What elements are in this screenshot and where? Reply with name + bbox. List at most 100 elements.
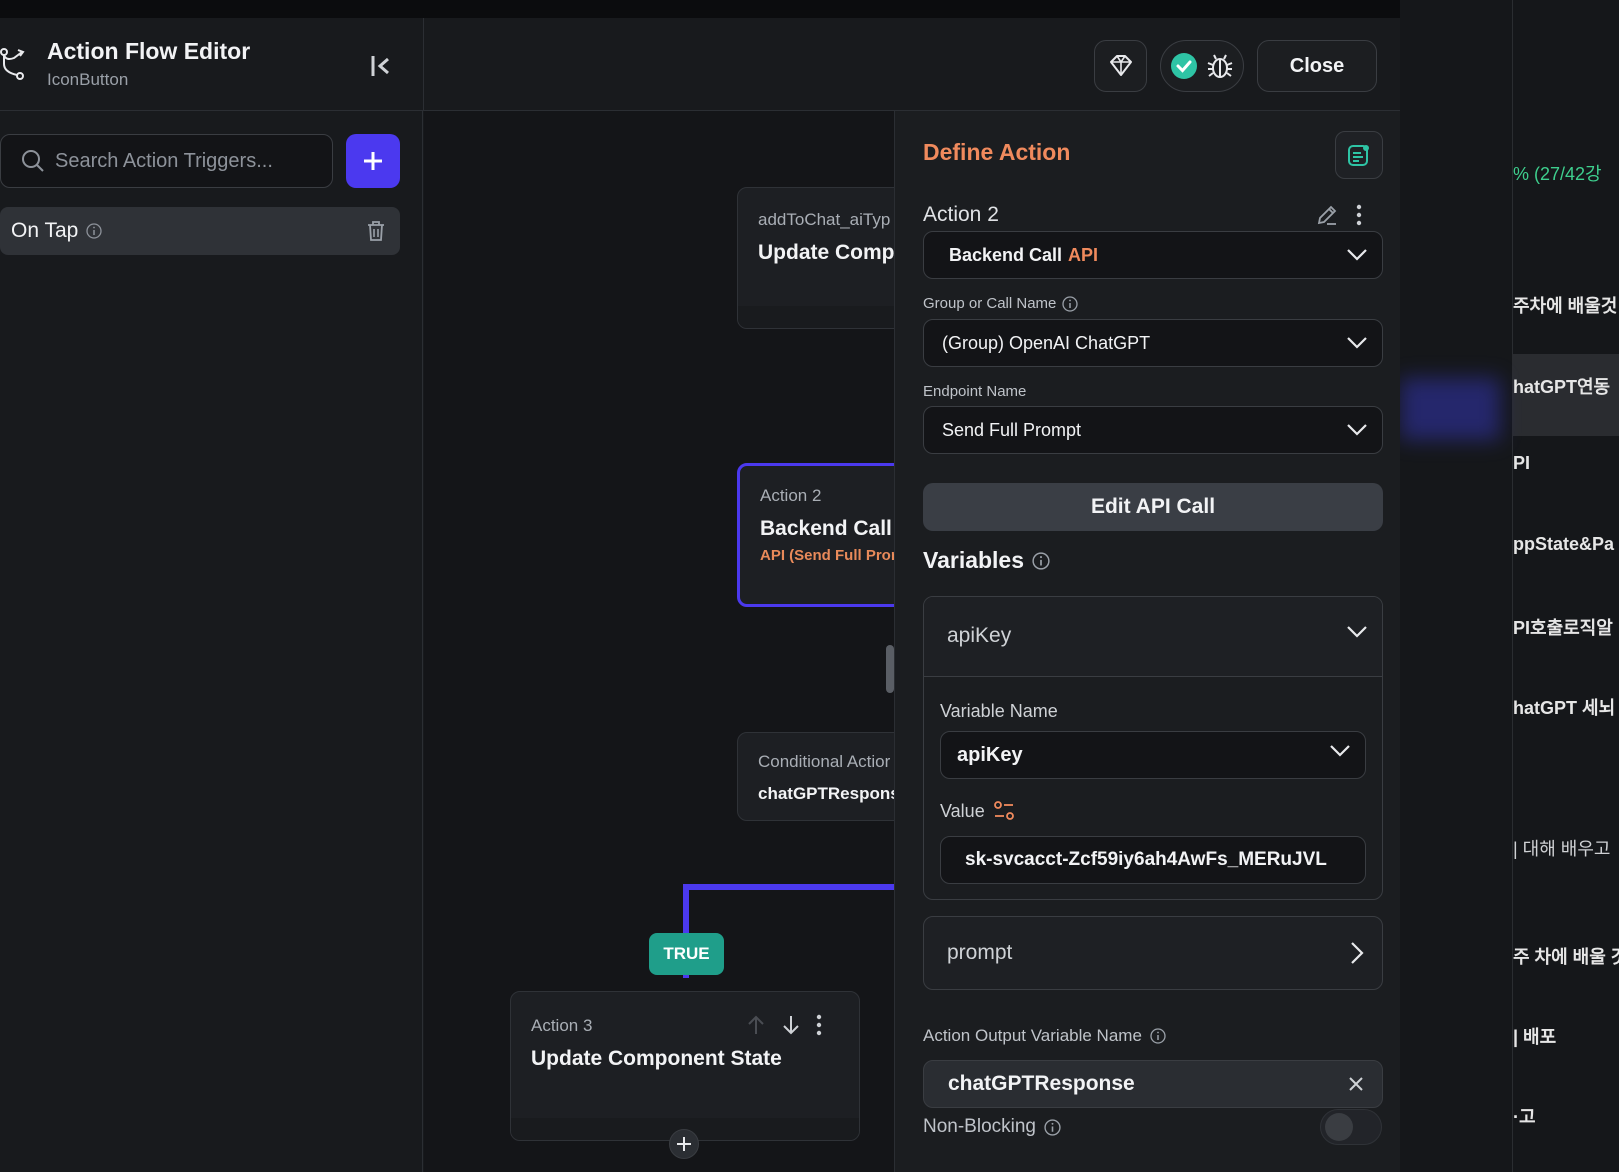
action-type-select[interactable]: Backend Call API xyxy=(923,231,1383,279)
background-item: PI호출로직알 xyxy=(1513,618,1613,638)
background-item: hatGPT 세뇌 xyxy=(1513,698,1616,718)
info-icon[interactable] xyxy=(1032,551,1050,570)
output-variable-value: chatGPTResponse xyxy=(948,1072,1135,1095)
variable-name-value: apiKey xyxy=(957,743,1023,766)
close-button[interactable]: Close xyxy=(1257,40,1377,92)
background-item: ·고 xyxy=(1513,1107,1536,1127)
trigger-item-on-tap[interactable]: On Tap xyxy=(0,207,400,255)
chevron-down-icon xyxy=(1347,424,1367,436)
edit-icon[interactable] xyxy=(1315,203,1339,227)
conditional-action-node[interactable]: Conditional Actior chatGPTRespons xyxy=(737,732,894,821)
flow-canvas[interactable]: addToChat_aiTyp Update Compo Action 2 Ba… xyxy=(424,111,894,1172)
define-action-panel: Define Action Action 2 Backend Call API … xyxy=(894,111,1400,1172)
chevron-down-icon xyxy=(1347,337,1367,349)
top-strip xyxy=(0,0,1619,18)
action-node-update-component[interactable]: addToChat_aiTyp Update Compo xyxy=(737,187,894,329)
action-flow-editor: Action Flow Editor IconButton Close xyxy=(0,18,1400,1172)
info-icon[interactable] xyxy=(1150,1028,1166,1044)
info-icon[interactable] xyxy=(1062,295,1079,312)
background-glow xyxy=(1400,378,1500,440)
endpoint-name-select[interactable]: Send Full Prompt xyxy=(923,406,1383,454)
background-app: % (27/42강 주차에 배울것 hatGPT연동 PI ppState&Pa… xyxy=(1400,0,1619,1172)
edit-api-call-button[interactable]: Edit API Call xyxy=(923,483,1383,531)
background-divider xyxy=(1512,0,1513,1172)
action-name: Action 2 xyxy=(923,203,999,226)
background-progress: % (27/42강 xyxy=(1513,164,1602,184)
plus-icon xyxy=(364,152,382,170)
variable-card-prompt[interactable]: prompt xyxy=(923,916,1383,990)
bug-icon xyxy=(1207,54,1233,78)
action-type-tag: API xyxy=(1068,244,1099,265)
value-label-text: Value xyxy=(940,800,985,821)
background-item: | 배포 xyxy=(1513,1027,1557,1047)
page-title: Action Flow Editor xyxy=(47,38,251,64)
node-label: Conditional Actior xyxy=(758,752,891,771)
trigger-search-input[interactable] xyxy=(55,149,325,173)
node-label: Action 3 xyxy=(531,1016,593,1035)
node-label: addToChat_aiTyp xyxy=(758,210,891,229)
action-type-value: Backend Call xyxy=(949,244,1063,265)
non-blocking-label-text: Non-Blocking xyxy=(923,1116,1036,1137)
variable-source-icon[interactable] xyxy=(993,800,1015,822)
arrow-down-icon[interactable] xyxy=(781,1014,801,1036)
variable-name: apiKey xyxy=(947,624,1012,647)
node-label: Action 2 xyxy=(760,486,822,505)
variable-name-label: Variable Name xyxy=(940,701,1058,721)
background-item: 주 차에 배울 것 xyxy=(1513,947,1619,967)
group-name-value: (Group) OpenAI ChatGPT xyxy=(942,332,1151,353)
page-subtitle: IconButton xyxy=(47,70,129,89)
add-action-button[interactable] xyxy=(669,1129,699,1159)
node-title: Update Compo xyxy=(758,241,894,264)
output-variable-label-text: Action Output Variable Name xyxy=(923,1026,1142,1045)
arrow-up-icon[interactable] xyxy=(746,1014,766,1036)
value-label: Value xyxy=(940,800,1015,822)
non-blocking-label: Non-Blocking xyxy=(923,1116,1061,1138)
endpoint-name-value: Send Full Prompt xyxy=(942,419,1082,440)
docs-button[interactable] xyxy=(1335,131,1383,179)
toggle-knob xyxy=(1325,1113,1353,1141)
info-icon[interactable] xyxy=(86,223,102,239)
endpoint-name-label: Endpoint Name xyxy=(923,383,1027,400)
variables-title: Variables xyxy=(923,547,1025,573)
background-item: | 대해 배우고 xyxy=(1513,839,1611,859)
more-vertical-icon[interactable] xyxy=(1355,203,1363,227)
non-blocking-toggle[interactable] xyxy=(1320,1109,1382,1145)
background-item: hatGPT연동 xyxy=(1513,377,1611,397)
trigger-label: On Tap xyxy=(11,219,79,242)
chevron-right-icon xyxy=(1351,942,1364,964)
group-name-label-text: Group or Call Name xyxy=(923,295,1057,312)
trigger-panel: On Tap xyxy=(0,111,423,1172)
variable-header-apikey[interactable]: apiKey xyxy=(924,597,1382,677)
more-vertical-icon[interactable] xyxy=(815,1014,823,1036)
variable-card-apikey: apiKey Variable Name apiKey Value xyxy=(923,596,1383,900)
chevron-down-icon xyxy=(1347,249,1367,261)
agent-button[interactable] xyxy=(1094,40,1147,92)
canvas-scrollbar[interactable] xyxy=(886,645,894,693)
action-node-update-component-state[interactable]: Action 3 Update Component State xyxy=(510,991,860,1141)
node-title: Backend Call xyxy=(760,517,892,540)
flow-icon xyxy=(0,48,25,80)
variable-name-select[interactable]: apiKey xyxy=(940,731,1366,779)
trigger-search-box[interactable] xyxy=(0,134,333,188)
api-key-value-input[interactable]: sk-svcacct-Zcf59iy6ah4AwFs_MERuJVL xyxy=(940,836,1366,884)
document-icon xyxy=(1348,145,1369,166)
status-toggle[interactable] xyxy=(1160,40,1244,92)
variables-heading: Variables xyxy=(923,547,1050,574)
output-variable-input[interactable]: chatGPTResponse xyxy=(923,1060,1383,1108)
output-variable-label: Action Output Variable Name xyxy=(923,1026,1166,1046)
collapse-panel-icon[interactable] xyxy=(368,52,396,80)
panel-title: Define Action xyxy=(923,139,1071,165)
node-title: chatGPTRespons xyxy=(758,784,894,803)
action-node-backend-call[interactable]: Action 2 Backend Call API (Send Full Pro… xyxy=(737,463,894,607)
group-name-select[interactable]: (Group) OpenAI ChatGPT xyxy=(923,319,1383,367)
plus-icon xyxy=(677,1137,691,1151)
editor-header: Action Flow Editor IconButton Close xyxy=(0,18,1400,111)
clear-icon[interactable] xyxy=(1346,1074,1366,1094)
true-branch-badge: TRUE xyxy=(649,933,724,975)
header-divider xyxy=(423,18,424,111)
node-subtitle: API (Send Full Pror xyxy=(760,547,894,564)
info-icon[interactable] xyxy=(1044,1118,1061,1136)
add-trigger-button[interactable] xyxy=(346,134,400,188)
background-highlight xyxy=(1512,354,1619,436)
trash-icon[interactable] xyxy=(366,220,386,242)
